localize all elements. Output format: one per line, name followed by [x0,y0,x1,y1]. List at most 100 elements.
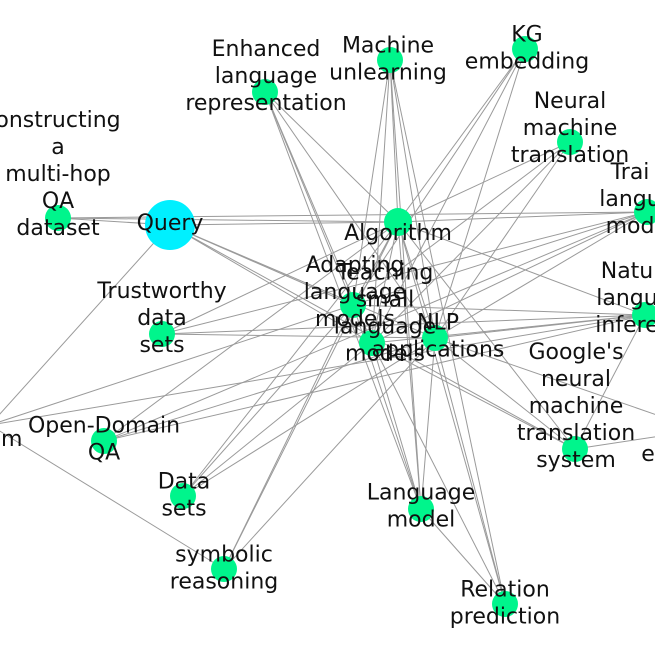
label-line: machine [523,116,618,141]
edge-algorithm-to-natural-language-inference [397,221,646,316]
node-open-domain-qa[interactable] [91,428,117,454]
edge-teaching-small-language-models-to-googles-nmt-system [371,342,576,450]
edge-nlp-applications-to-neural-machine-translation [434,141,571,339]
node-natural-language-inference[interactable] [632,302,655,328]
node-relation-prediction[interactable] [492,591,518,617]
node-algorithm[interactable] [384,208,412,236]
label-line: langu [596,286,655,311]
edge-algorithm-to-symbolic-reasoning [223,221,399,570]
node-machine-unlearning[interactable] [377,47,403,73]
label-line: onstructing [0,108,121,133]
edge-algorithm-to-kg-embedding [397,48,526,223]
edge-adapting-language-models-to-symbolic-reasoning [223,304,354,570]
label-line: language [304,280,406,305]
edge-nlp-applications-to-kg-embedding [434,48,526,339]
label-line: NLP [417,311,459,336]
label-line: embedding [465,50,589,75]
label-line: Natu [601,259,654,284]
node-nlp-applications[interactable] [422,325,448,351]
edge-adapting-language-models-to-machine-unlearning [352,59,391,306]
edge-teaching-small-language-models-to-training-language-models [371,211,648,344]
node-constructing-multi-hop-qa-dataset[interactable] [45,205,71,231]
edge-nlp-applications-to-trustworthy-data-sets [161,333,436,339]
label-line: Trustworthy [96,279,226,304]
label-line: representation [185,91,346,116]
edge-nlp-applications-to-googles-nmt-system [434,337,576,450]
label-line: sets [139,333,184,358]
node-enhanced-language-representation[interactable] [252,79,278,105]
node-teaching-small-language-models[interactable] [359,330,385,356]
label-line: QA [88,441,120,466]
edge-machine-unlearning-to-relation-prediction [389,59,506,605]
label-line: Machine [342,34,434,59]
edge-teaching-small-language-models-to-kg-embedding [371,48,526,344]
edge-nlp-applications-to-symbolic-reasoning [223,337,436,570]
label-line: Adapting [306,253,405,278]
label-algorithm: Algorithm [344,221,452,246]
label-line: Relation [460,578,550,603]
edge-algorithm-to-teaching-small-language-models [371,221,399,344]
edge-teaching-small-language-models-to-neural-machine-translation [371,141,571,344]
node-trustworthy-data-sets[interactable] [149,321,175,347]
edge-teaching-small-language-models-to-relation-prediction [371,342,506,605]
node-kg-embedding[interactable] [512,36,538,62]
edge-algorithm-to-data-sets [182,221,399,497]
node-googles-nmt-system[interactable] [562,436,588,462]
node-training-language-models[interactable] [634,199,655,225]
label-line: Language [367,481,476,506]
edge-algorithm-to-nlp-applications [397,221,436,339]
edge-nlp-applications-to-open-domain-qa [103,337,436,442]
label-line: machine [529,394,624,419]
label-line: reasoning [170,570,278,595]
node-data-sets[interactable] [170,483,196,509]
edge-algorithm-to-googles-nmt-system [397,221,576,450]
edge-open-domain-qa-to-training-language-models [103,211,648,442]
label-line: model [387,508,456,533]
label-line: prediction [450,605,560,630]
node-query[interactable] [145,200,195,250]
edge-nlp-applications-to-machine-unlearning [389,59,436,339]
edge-algorithm-to-adapting-language-models [352,221,399,306]
edge-edge-left-partial-to-symbolic-reasoning [0,430,225,570]
edge-machine-unlearning-to-language-model [389,59,422,510]
graph-edges [0,48,655,605]
edge-nlp-applications-to-training-language-models [434,211,648,339]
node-symbolic-reasoning[interactable] [211,556,237,582]
edge-adapting-language-models-to-natural-language-inference [352,304,646,316]
label-line: Open-Domain [28,414,180,439]
label-line: applications [372,338,505,363]
edge-algorithm-to-enhanced-language-representation [264,91,399,223]
edge-algorithm-to-machine-unlearning [389,59,399,223]
edge-edge-left-partial-to-natural-language-inference [0,314,646,424]
label-line: Teaching [336,261,434,286]
node-neural-machine-translation[interactable] [557,129,583,155]
label-edge-left-partial: om [0,427,22,452]
node-language-model[interactable] [408,496,434,522]
label-line: QA [42,189,74,214]
edge-algorithm-to-open-domain-qa [103,221,399,442]
edge-adapting-language-models-to-neural-machine-translation [352,141,571,306]
node-adapting-language-models[interactable] [340,292,366,318]
label-line: Neural [534,89,607,114]
label-line: data [137,306,187,331]
label-line: a [51,135,64,160]
label-line: translation [517,421,635,446]
label-line: language [334,315,436,340]
